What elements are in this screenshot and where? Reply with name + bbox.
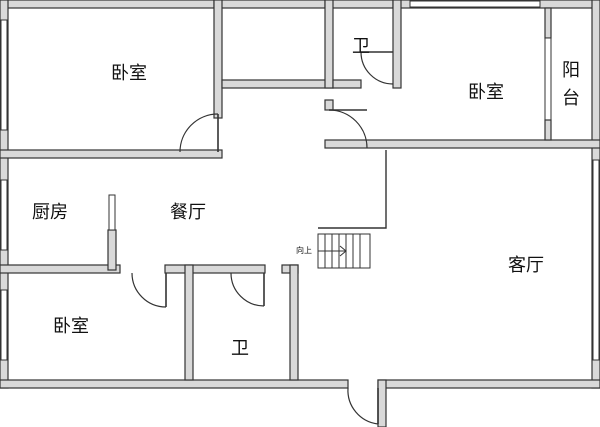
window-left-kitchen (0, 179, 8, 251)
room-label-bedroom-top-left: 卧室 (111, 63, 147, 84)
wall-top-left (0, 0, 223, 9)
wall-top-bath (324, 0, 402, 9)
wall-bedroom1-right (213, 0, 223, 119)
wall-balcony-bottom (544, 119, 552, 141)
door-bedroom1-swing (179, 113, 219, 153)
door-bath2-swing (230, 272, 265, 307)
stair-direction-label: 向上 (296, 245, 312, 255)
wall-kitchen-right (107, 229, 117, 271)
room-label-bathroom-bottom: 卫 (231, 338, 249, 359)
window-balcony (544, 37, 552, 121)
wall-bedroom2-left (324, 99, 334, 111)
window-left-bedroom (0, 289, 8, 361)
room-label-kitchen: 厨房 (32, 202, 68, 223)
door-bedroom3-swing (131, 272, 167, 308)
window-left-top (0, 19, 8, 131)
wall-bath-right (392, 0, 402, 89)
window-top-right (409, 0, 541, 8)
window-right (592, 159, 600, 361)
wall-bottom-right (377, 379, 600, 389)
room-label-dining: 餐厅 (170, 202, 206, 223)
wall-bath2-right (289, 264, 299, 381)
wall-bedroom3-right (184, 264, 194, 381)
room-label-balcony: 阳 台 (562, 60, 586, 109)
kitchen-glass-partition (108, 194, 116, 231)
balcony-char-2: 台 (562, 88, 580, 109)
wall-bedroom2-bottom (324, 139, 600, 149)
stair-rail (318, 150, 387, 229)
room-label-living: 客厅 (508, 255, 544, 276)
wall-bath2-top (164, 264, 266, 274)
stair-arrow-head (339, 245, 347, 257)
wall-bottom-left (0, 379, 349, 389)
room-label-bedroom-bottom-left: 卧室 (53, 316, 89, 337)
room-label-bedroom-top-right: 卧室 (468, 82, 504, 103)
wall-entrance-side (377, 379, 387, 427)
wall-bath-bottom (332, 79, 362, 89)
door-bath1-swing (360, 51, 394, 85)
wall-bath-left (324, 0, 334, 89)
wall-kitchen-bottom (0, 264, 121, 274)
door-entrance-swing (347, 387, 379, 425)
balcony-char-1: 阳 (562, 60, 580, 81)
wall-top-middle (213, 0, 334, 9)
wall-balcony-top (544, 7, 552, 39)
room-label-bathroom-top: 卫 (352, 36, 370, 57)
wall-storage-bottom (221, 79, 334, 89)
wall-bedroom1-bottom (0, 149, 223, 159)
